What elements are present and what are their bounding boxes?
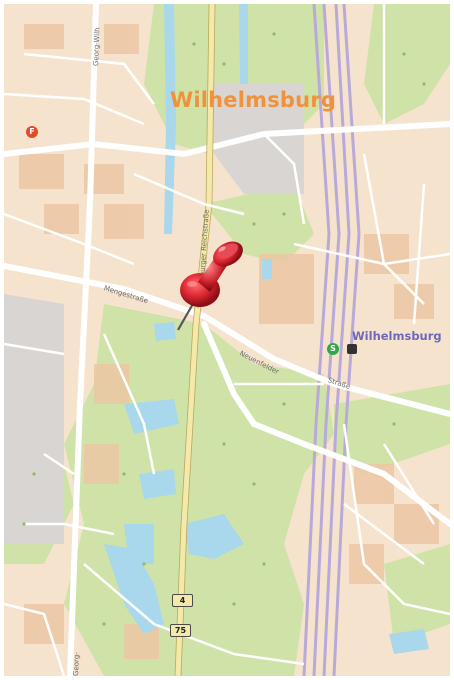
building-blocks [19, 24, 439, 659]
minor-roads [4, 4, 450, 676]
street-label-georg: Georg- [72, 652, 81, 676]
route-shield-75: 75 [170, 624, 191, 637]
fuel-station-icon: F [26, 126, 38, 138]
major-roads [4, 4, 450, 676]
map-base [4, 4, 450, 676]
train-station-icon [347, 344, 357, 354]
map-viewport[interactable]: Wilhelmsburg Wilhelmsburg Mengestraße Ne… [4, 4, 450, 676]
district-label: Wilhelmsburg [170, 88, 337, 112]
station-label: Wilhelmsburg [352, 329, 442, 343]
tree-symbols [22, 32, 426, 626]
route-shield-4: 4 [172, 594, 193, 607]
map-pushpin-icon[interactable] [172, 232, 262, 332]
street-label-georg-wilh: Georg-Wilh [92, 27, 102, 67]
industrial-areas [4, 84, 304, 544]
s-bahn-icon: S [327, 343, 339, 355]
railway-lines [302, 4, 361, 676]
highway [175, 4, 215, 676]
